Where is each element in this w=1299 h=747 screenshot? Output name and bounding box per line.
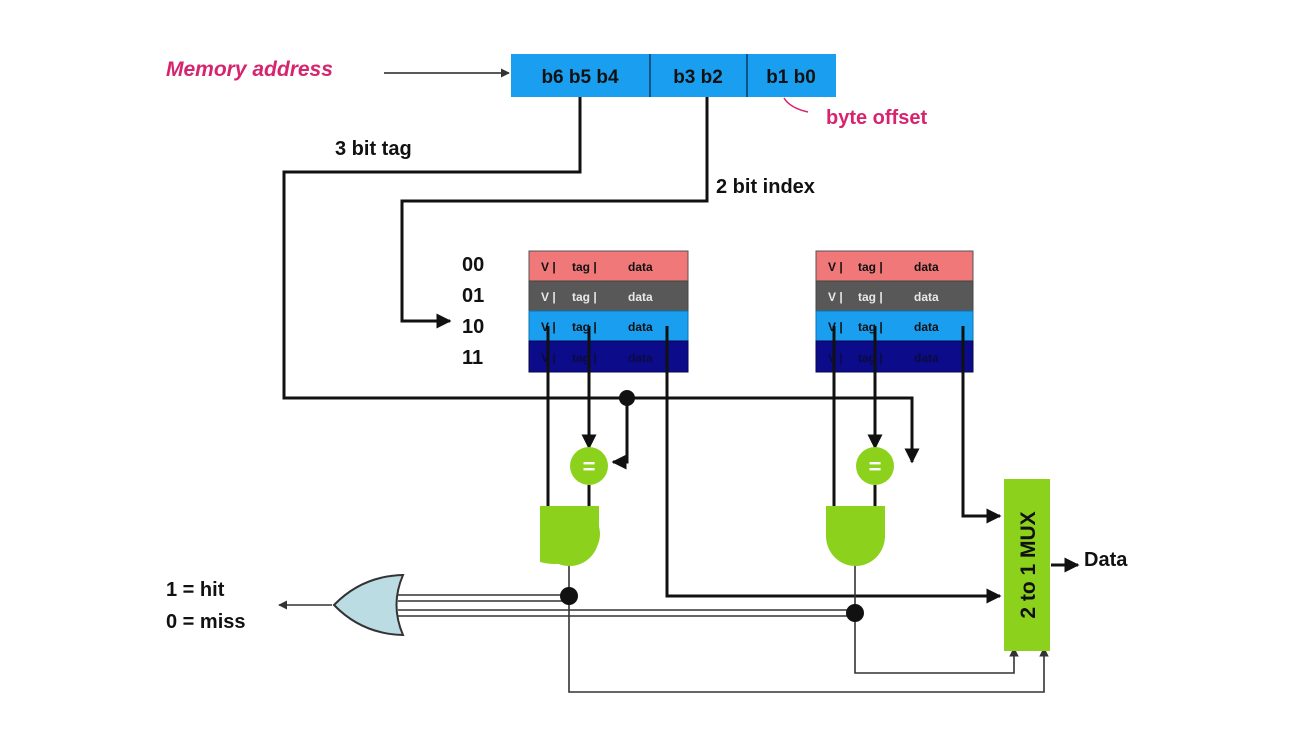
address-field (511, 54, 836, 97)
index-label: 00 (462, 254, 484, 276)
address-offset-bits: b1 b0 (766, 67, 816, 88)
and-gate-1 (826, 506, 885, 566)
index-labels: 00 01 10 11 (462, 254, 484, 369)
address-index-bits: b3 b2 (673, 67, 723, 88)
cache-cell-tag: tag | (572, 290, 597, 304)
cache-row (815, 340, 974, 373)
comparator-circle (570, 447, 608, 485)
cache-cell-data: data (628, 290, 653, 304)
cache-cell-tag: tag | (858, 351, 883, 365)
address-tag-bits: b6 b5 b4 (541, 67, 619, 88)
cache-cell-data: data (628, 260, 653, 274)
junction-dot (560, 587, 578, 605)
cache-row (815, 250, 974, 282)
cache-row (528, 340, 689, 373)
memory-address-label: Memory address (166, 58, 333, 81)
data-output-label: Data (1084, 549, 1128, 571)
mux-body (1004, 479, 1050, 651)
cache-cell-data: data (914, 290, 939, 304)
cache-way-0: V | tag | data V | tag | data V | tag | … (528, 250, 689, 373)
junction-dot (846, 604, 864, 622)
and-gate-0-body (540, 506, 599, 566)
tag-to-comparator-0-wire (611, 398, 629, 470)
address-box: b6 b5 b4 b3 b2 b1 b0 (511, 54, 836, 97)
cache-cell-v: V | (541, 290, 556, 304)
cache-cell-tag: tag | (572, 320, 597, 334)
junction-dot (619, 390, 635, 406)
cache-cell-data: data (914, 351, 939, 365)
cache-cell-tag: tag | (858, 320, 883, 334)
cache-row (528, 280, 689, 312)
mux: 2 to 1 MUX (1004, 479, 1050, 651)
cache-cell-v: V | (541, 260, 556, 274)
comparator-1: = (856, 447, 894, 485)
index-label: 10 (462, 316, 484, 338)
comparator-0: = (570, 447, 608, 485)
cache-cell-tag: tag | (858, 260, 883, 274)
cache-row (815, 280, 974, 312)
index-wire (400, 97, 709, 329)
index-label: 01 (462, 285, 484, 307)
data-to-mux-wire (665, 326, 1002, 604)
tag-bus-wire (282, 97, 920, 464)
hit1-to-mux-select-wire (854, 566, 1019, 674)
hit-label: 1 = hit (166, 579, 225, 601)
cache-cell-tag: tag | (858, 290, 883, 304)
cache-cell-data: data (914, 320, 939, 334)
cache-cell-data: data (628, 320, 653, 334)
cache-cell-tag: tag | (572, 351, 597, 365)
or-gate (332, 573, 405, 637)
comparator-symbol: = (869, 454, 882, 479)
hit0-to-mux-select-wire (568, 566, 1049, 693)
cache-cell-tag: tag | (572, 260, 597, 274)
cache-row (815, 310, 974, 342)
byte-offset-label: byte offset (826, 107, 927, 129)
index-label: 11 (462, 347, 483, 369)
cache-cell-v: V | (828, 290, 843, 304)
index-bits-label: 2 bit index (716, 176, 815, 198)
miss-label: 0 = miss (166, 611, 246, 633)
comparator-circle (856, 447, 894, 485)
byte-offset-pointer (783, 97, 809, 113)
cache-way-1: V | tag | data V | tag | data V | tag | … (815, 250, 974, 373)
cache-cell-v: V | (828, 260, 843, 274)
cache-cell-data: data (628, 351, 653, 365)
cache-cell-data: data (914, 260, 939, 274)
mux-label: 2 to 1 MUX (1017, 511, 1040, 618)
tag-bits-label: 3 bit tag (335, 138, 412, 160)
data-to-mux-wire (961, 326, 1002, 524)
comparator-symbol: = (583, 454, 596, 479)
cache-row (528, 310, 689, 342)
